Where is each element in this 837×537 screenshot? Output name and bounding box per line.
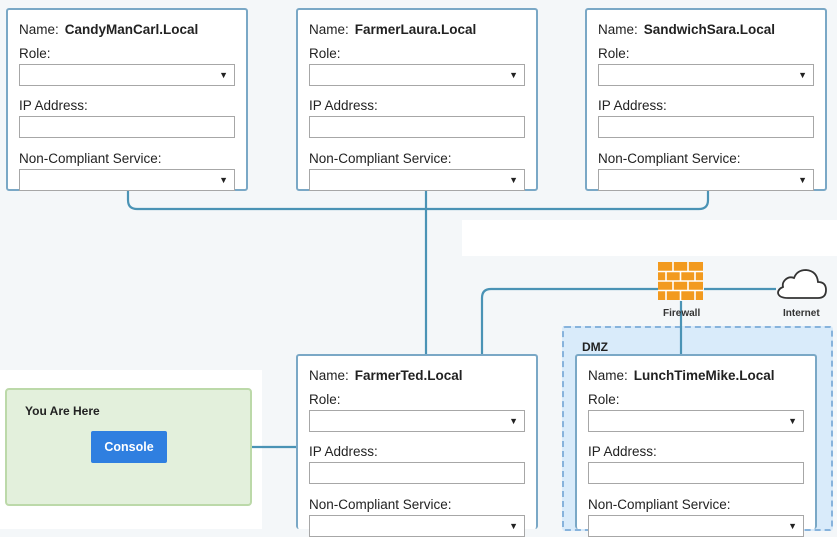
host-name: FarmerLaura.Local	[354, 22, 477, 37]
firewall-label: Firewall	[663, 308, 701, 319]
cloud-icon[interactable]	[776, 264, 828, 302]
host-name-row: Name: CandyManCarl.Local	[19, 22, 235, 37]
host-name-row: Name: LunchTimeMike.Local	[588, 368, 804, 383]
chevron-down-icon: ▼	[509, 416, 518, 426]
chevron-down-icon: ▼	[788, 416, 797, 426]
role-label: Role:	[598, 46, 630, 61]
role-select[interactable]: ▼	[309, 64, 525, 86]
service-select[interactable]: ▼	[598, 169, 814, 191]
service-label: Non-Compliant Service:	[309, 151, 452, 166]
host-name: CandyManCarl.Local	[64, 22, 199, 37]
host-card-lunchtimemike: Name: LunchTimeMike.Local Role: ▼ IP Addr…	[575, 354, 817, 537]
service-label: Non-Compliant Service:	[19, 151, 162, 166]
name-label: Name:	[19, 22, 59, 37]
ip-address-label: IP Address:	[598, 98, 667, 113]
host-card-farmerted: Name: FarmerTed.Local Role: ▼ IP Address:…	[296, 354, 538, 537]
name-label: Name:	[598, 22, 638, 37]
chevron-down-icon: ▼	[798, 70, 807, 80]
chevron-down-icon: ▼	[798, 175, 807, 185]
console-button[interactable]: Console	[91, 431, 167, 463]
role-select[interactable]: ▼	[598, 64, 814, 86]
role-label: Role:	[309, 392, 341, 407]
service-select[interactable]: ▼	[309, 169, 525, 191]
name-label: Name:	[309, 22, 349, 37]
host-name-row: Name: FarmerTed.Local	[309, 368, 525, 383]
chevron-down-icon: ▼	[509, 521, 518, 531]
host-name-row: Name: SandwichSara.Local	[598, 22, 814, 37]
host-card-farmerlaura: Name: FarmerLaura.Local Role: ▼ IP Addres…	[296, 8, 538, 191]
service-label: Non-Compliant Service:	[598, 151, 741, 166]
role-label: Role:	[309, 46, 341, 61]
role-select[interactable]: ▼	[588, 410, 804, 432]
you-are-here-title: You Are Here	[25, 404, 100, 418]
host-name: FarmerTed.Local	[354, 368, 463, 383]
role-label: Role:	[19, 46, 51, 61]
role-select[interactable]: ▼	[19, 64, 235, 86]
link-top-bus	[126, 190, 710, 211]
ip-address-input[interactable]	[19, 116, 235, 138]
ip-address-label: IP Address:	[588, 444, 657, 459]
service-select[interactable]: ▼	[588, 515, 804, 537]
ip-address-input[interactable]	[309, 462, 525, 484]
host-card-sandwichsara: Name: SandwichSara.Local Role: ▼ IP Addre…	[585, 8, 827, 191]
role-label: Role:	[588, 392, 620, 407]
service-select[interactable]: ▼	[309, 515, 525, 537]
host-card-candymancarl: Name: CandyManCarl.Local Role: ▼ IP Addre…	[6, 8, 248, 191]
host-name: LunchTimeMike.Local	[633, 368, 775, 383]
firewall-icon[interactable]	[658, 262, 703, 300]
host-name: SandwichSara.Local	[643, 22, 776, 37]
chevron-down-icon: ▼	[788, 521, 797, 531]
service-label: Non-Compliant Service:	[309, 497, 452, 512]
chevron-down-icon: ▼	[219, 70, 228, 80]
chevron-down-icon: ▼	[509, 70, 518, 80]
ip-address-label: IP Address:	[309, 98, 378, 113]
service-select[interactable]: ▼	[19, 169, 235, 191]
ip-address-label: IP Address:	[19, 98, 88, 113]
host-name-row: Name: FarmerLaura.Local	[309, 22, 525, 37]
internet-label: Internet	[783, 308, 820, 319]
role-select[interactable]: ▼	[309, 410, 525, 432]
service-label: Non-Compliant Service:	[588, 497, 731, 512]
background-patch	[462, 220, 837, 256]
ip-address-input[interactable]	[309, 116, 525, 138]
chevron-down-icon: ▼	[509, 175, 518, 185]
name-label: Name:	[588, 368, 628, 383]
link-ted-firewall	[480, 287, 658, 354]
ip-address-input[interactable]	[588, 462, 804, 484]
name-label: Name:	[309, 368, 349, 383]
ip-address-input[interactable]	[598, 116, 814, 138]
ip-address-label: IP Address:	[309, 444, 378, 459]
dmz-label: DMZ	[582, 340, 608, 354]
chevron-down-icon: ▼	[219, 175, 228, 185]
